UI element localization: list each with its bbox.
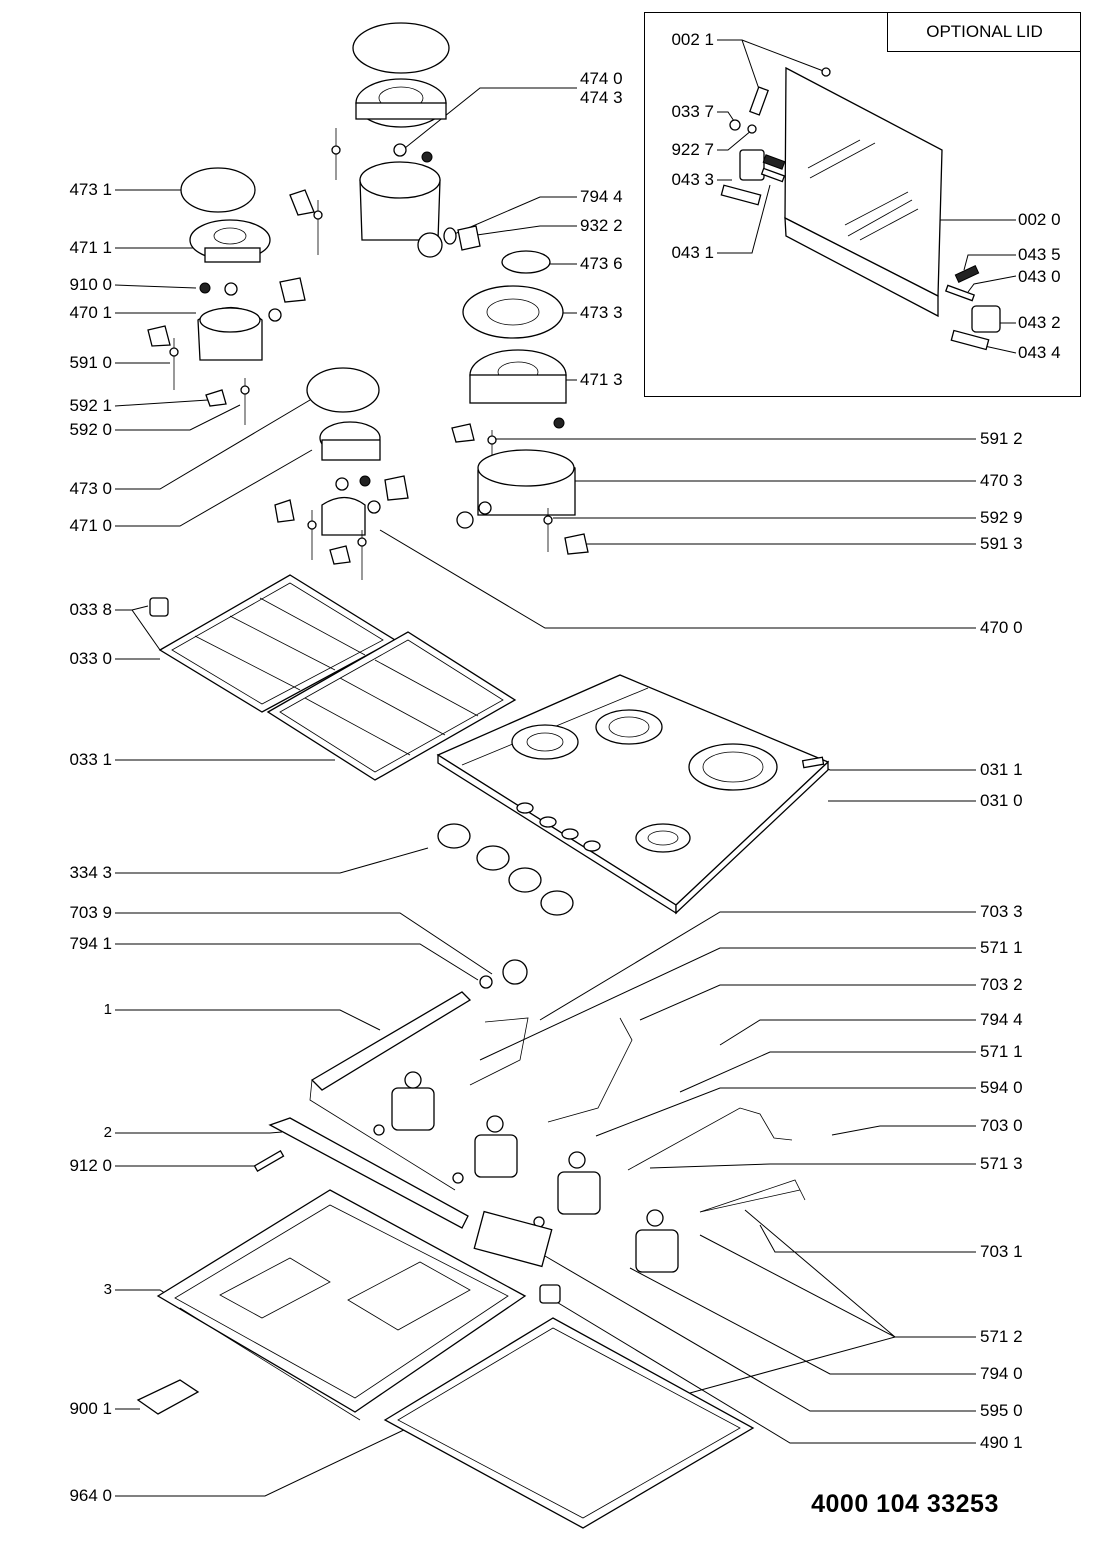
callout-033-1: 033 1 — [69, 750, 112, 769]
callout-932-2: 932 2 — [580, 216, 623, 235]
callout-794-4-bottom: 794 4 — [980, 1010, 1023, 1029]
callout-571-2: 571 2 — [980, 1327, 1023, 1346]
callout-033-7: 033 7 — [671, 102, 714, 121]
bottom-casing — [136, 1117, 755, 1529]
callout-031-1: 031 1 — [980, 760, 1023, 779]
left-burner-group — [147, 167, 306, 425]
center-burner-group — [274, 367, 409, 580]
callout-473-6: 473 6 — [580, 254, 623, 273]
lid-illustration — [720, 66, 1001, 351]
document-number: 4000 104 33253 — [811, 1490, 999, 1518]
right-burner-group — [451, 285, 589, 555]
callout-002-0: 002 0 — [1018, 210, 1061, 229]
callout-043-3: 043 3 — [671, 170, 714, 189]
optional-lid-title: OPTIONAL LID — [887, 12, 1081, 52]
callout-033-0: 033 0 — [69, 649, 112, 668]
callout-912-0: 912 0 — [69, 1156, 112, 1175]
callout-334-3: 334 3 — [69, 863, 112, 882]
callout-043-5: 043 5 — [1018, 245, 1061, 264]
callout-471-0: 471 0 — [69, 516, 112, 535]
callout-043-2: 043 2 — [1018, 313, 1061, 332]
callout-592-9: 592 9 — [980, 508, 1023, 527]
callout-474-3: 474 3 — [580, 88, 623, 107]
pan-supports — [149, 574, 517, 781]
callout-910-0: 910 0 — [69, 275, 112, 294]
callout-474-0: 474 0 — [580, 69, 623, 88]
callout-592-1: 592 1 — [69, 396, 112, 415]
leader-lines — [114, 39, 1017, 1497]
callout-3: 3 — [103, 1281, 112, 1298]
callout-473-1: 473 1 — [69, 180, 112, 199]
callout-703-0: 703 0 — [980, 1116, 1023, 1135]
callout-591-0: 591 0 — [69, 353, 112, 372]
callout-043-4: 043 4 — [1018, 343, 1061, 362]
callout-594-0: 594 0 — [980, 1078, 1023, 1097]
callout-591-3: 591 3 — [980, 534, 1023, 553]
callout-471-3: 471 3 — [580, 370, 623, 389]
callout-592-0: 592 0 — [69, 420, 112, 439]
callout-900-1: 900 1 — [69, 1399, 112, 1418]
knobs — [437, 823, 574, 916]
callout-703-9: 703 9 — [69, 903, 112, 922]
callout-471-1: 471 1 — [69, 238, 112, 257]
callout-964-0: 964 0 — [69, 1486, 112, 1505]
callout-595-0: 595 0 — [980, 1401, 1023, 1420]
callout-033-8: 033 8 — [69, 600, 112, 619]
callout-922-7: 922 7 — [671, 140, 714, 159]
callout-794-0: 794 0 — [980, 1364, 1023, 1383]
callout-794-4-top: 794 4 — [580, 187, 623, 206]
callout-490-1: 490 1 — [980, 1433, 1023, 1452]
callout-794-1: 794 1 — [69, 934, 112, 953]
callout-470-3: 470 3 — [980, 471, 1023, 490]
callout-571-3: 571 3 — [980, 1154, 1023, 1173]
callout-043-0: 043 0 — [1018, 267, 1061, 286]
optional-lid-frame — [644, 12, 1081, 397]
callout-473-0: 473 0 — [69, 479, 112, 498]
rear-burner-group — [289, 22, 551, 274]
callout-473-3: 473 3 — [580, 303, 623, 322]
callout-591-2: 591 2 — [980, 429, 1023, 448]
callout-703-3: 703 3 — [980, 902, 1023, 921]
callout-470-0: 470 0 — [980, 618, 1023, 637]
callout-703-2: 703 2 — [980, 975, 1023, 994]
callout-002-1: 002 1 — [671, 30, 714, 49]
callout-571-1-bottom: 571 1 — [980, 1042, 1023, 1061]
callout-043-1: 043 1 — [671, 243, 714, 262]
callout-470-1: 470 1 — [69, 303, 112, 322]
callout-031-0: 031 0 — [980, 791, 1023, 810]
callout-1: 1 — [103, 1001, 112, 1018]
gas-supply-and-valves — [309, 959, 806, 1416]
callout-571-1-top: 571 1 — [980, 938, 1023, 957]
callout-703-1: 703 1 — [980, 1242, 1023, 1261]
hob-top — [436, 674, 830, 915]
callout-2: 2 — [103, 1124, 112, 1141]
